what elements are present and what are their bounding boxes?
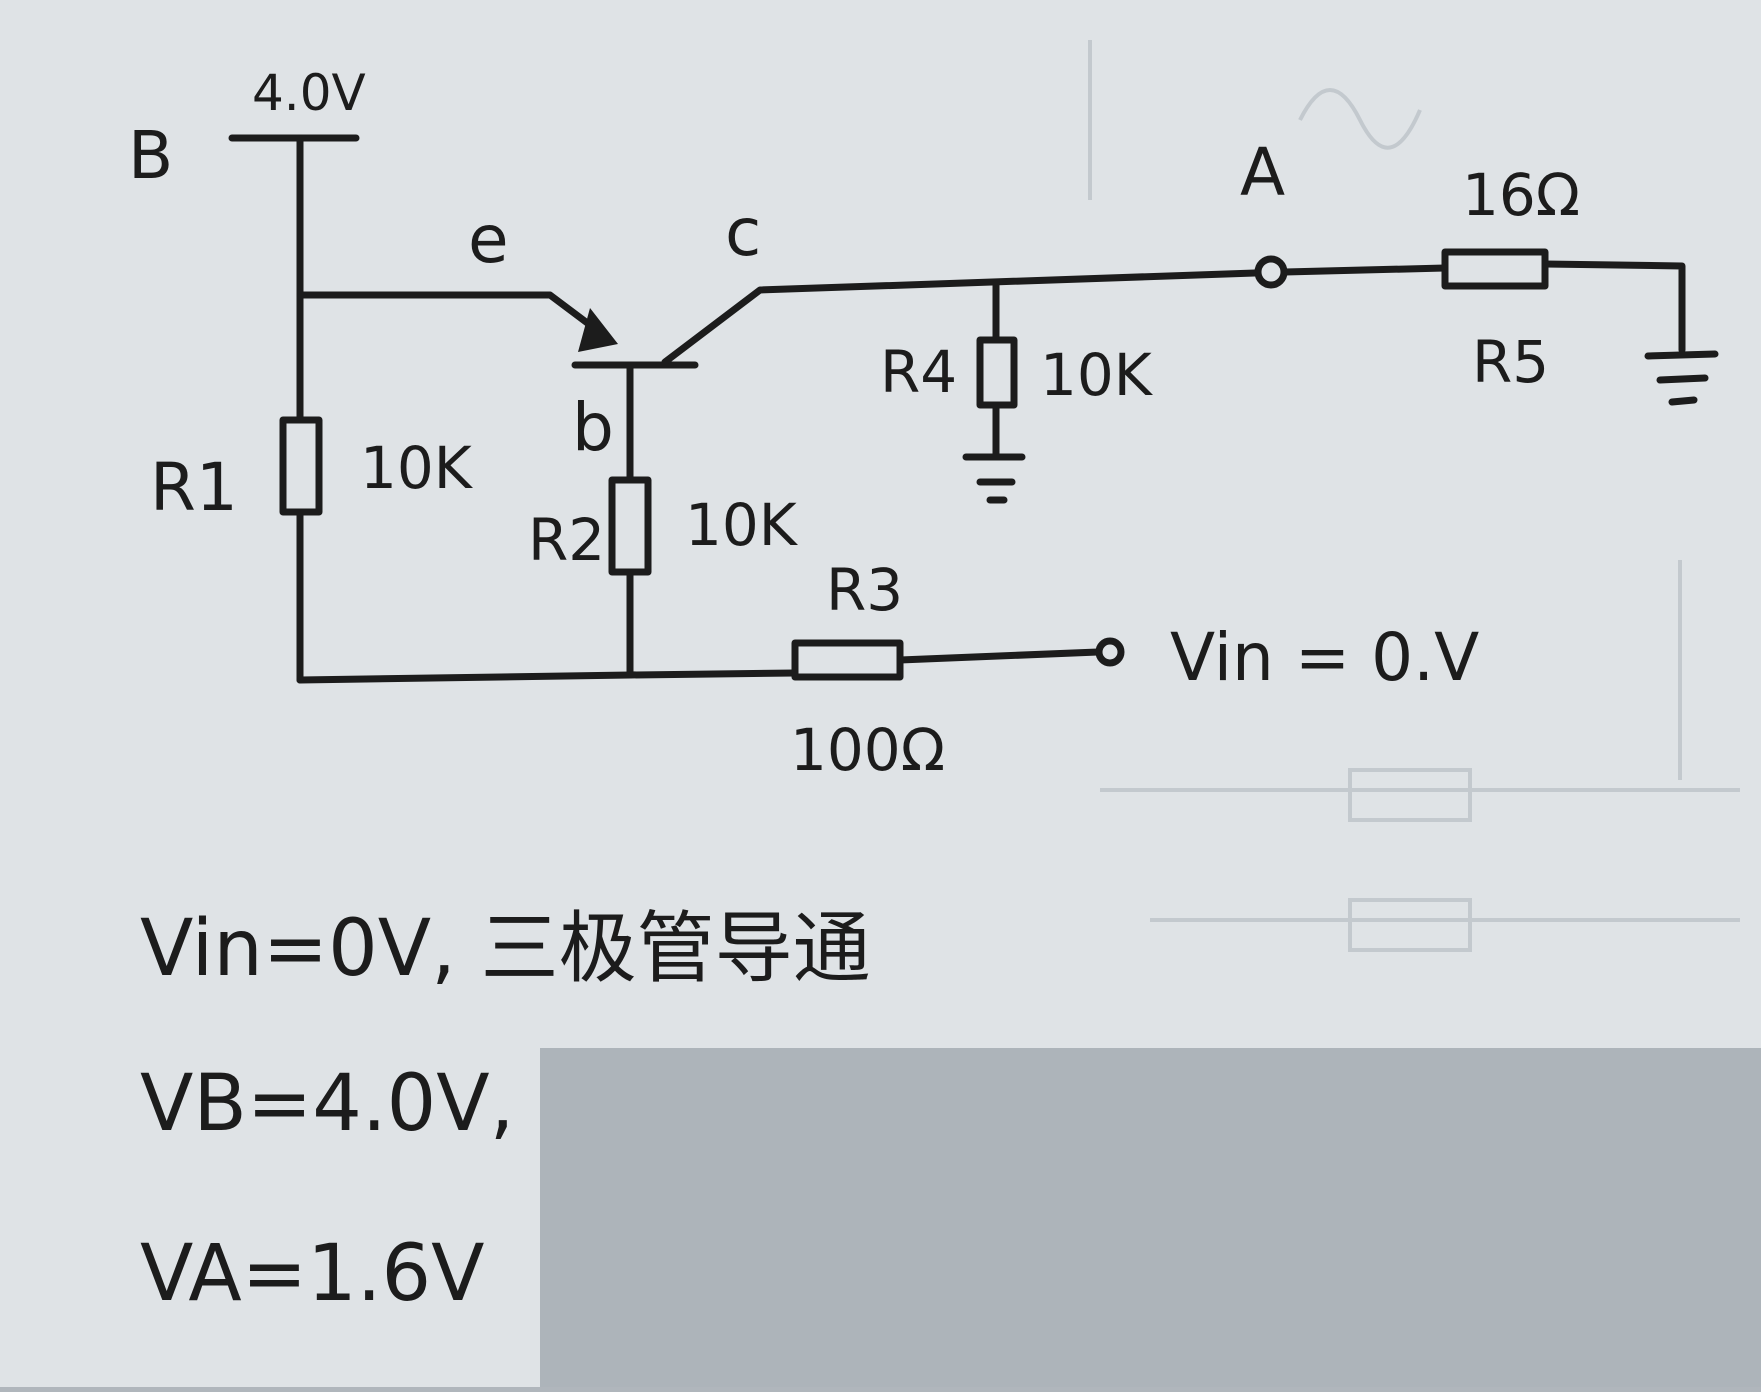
r5-ground-bar-2 xyxy=(1656,374,1709,384)
r3-value: 100Ω xyxy=(790,716,945,784)
r5-ground-bar-1 xyxy=(1644,350,1719,360)
r1-value: 10K xyxy=(360,434,474,502)
resistor-r3 xyxy=(791,639,904,681)
wire-bottom-bus xyxy=(296,669,799,684)
resistor-r4 xyxy=(976,336,1018,409)
note-line-2: VB=4.0V, xyxy=(140,1059,514,1149)
note-line-1: Vin=0V, 三极管导通 xyxy=(140,904,871,994)
wire-collector xyxy=(661,269,1259,366)
resistor-r2 xyxy=(608,476,652,576)
r3-name: R3 xyxy=(826,556,903,624)
resistor-r5 xyxy=(1441,248,1549,290)
r5-value: 16Ω xyxy=(1462,161,1580,229)
node-b-label: B xyxy=(128,117,173,194)
node-b-voltage: 4.0V xyxy=(252,64,366,122)
collector-label: c xyxy=(725,194,761,271)
r1-name: R1 xyxy=(150,449,238,526)
wire-r5-to-ground xyxy=(1541,260,1686,354)
r4-value: 10K xyxy=(1040,341,1154,409)
r2-name: R2 xyxy=(528,506,605,574)
base-label: b xyxy=(572,389,614,466)
note-line-3: VA=1.6V xyxy=(140,1229,485,1319)
r2-value: 10K xyxy=(685,491,799,559)
r5-name: R5 xyxy=(1472,328,1549,396)
r5-ground-bar-3 xyxy=(1668,396,1698,406)
emitter-label: e xyxy=(468,201,509,278)
wire-r3-to-vin xyxy=(896,648,1102,664)
r4-name: R4 xyxy=(880,338,957,406)
resistor-r1 xyxy=(279,416,323,516)
node-a-label: A xyxy=(1240,134,1285,211)
terminal-a xyxy=(1254,255,1288,289)
show-through-marks xyxy=(1088,40,1740,952)
emitter-arrow-icon xyxy=(578,308,618,352)
circuit-wires xyxy=(228,134,1719,684)
wire-a-to-r5 xyxy=(1281,264,1449,276)
vin-label: Vin = 0.V xyxy=(1170,619,1479,696)
terminal-vin xyxy=(1095,637,1125,667)
